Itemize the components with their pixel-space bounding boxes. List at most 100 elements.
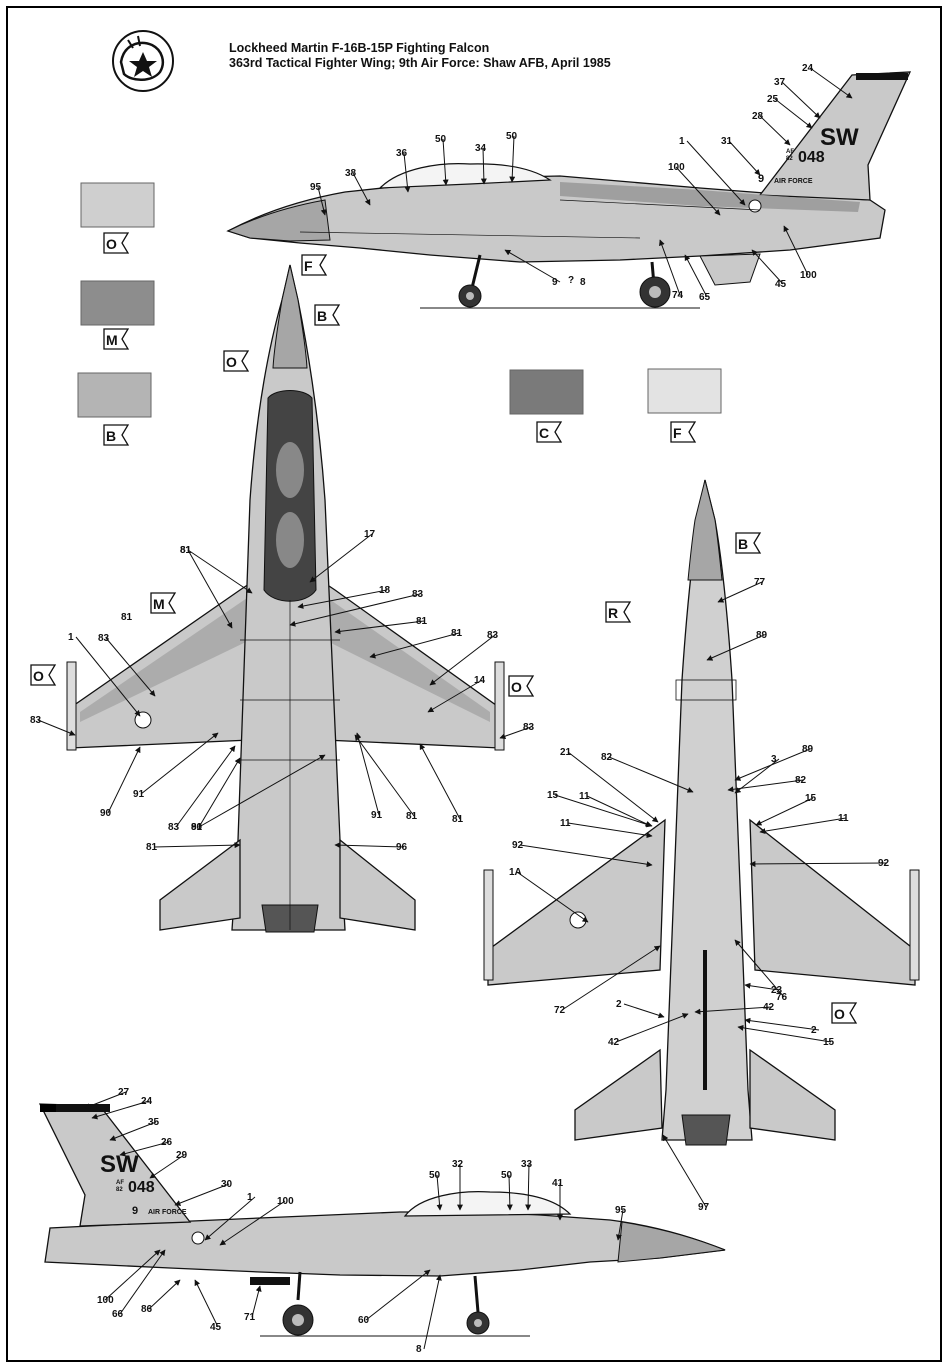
callout-top-profile-6: 100 bbox=[668, 162, 721, 216]
svg-text:95: 95 bbox=[615, 1205, 627, 1216]
bottom-serial: 048 bbox=[128, 1179, 155, 1196]
callout-plan-top-19: 83 bbox=[499, 722, 535, 740]
callout-top-profile-11: 38 bbox=[345, 168, 371, 206]
svg-text:100: 100 bbox=[668, 162, 685, 173]
svg-text:81: 81 bbox=[452, 814, 464, 825]
callout-bottom-profile-18: 71 bbox=[244, 1285, 262, 1323]
swatch-m-code: M bbox=[106, 332, 118, 348]
callout-bottom-profile-8: 50 bbox=[429, 1170, 443, 1211]
callout-plan-top-17: O bbox=[508, 675, 535, 697]
svg-text:17: 17 bbox=[364, 529, 376, 540]
svg-text:O: O bbox=[511, 679, 522, 695]
svg-text:90: 90 bbox=[100, 808, 112, 819]
swatch-b: B bbox=[77, 372, 152, 446]
svg-text:?: ? bbox=[568, 275, 574, 286]
callout-plan-top-7: 83 bbox=[289, 589, 424, 627]
callout-bottom-profile-13: 95 bbox=[615, 1205, 627, 1241]
callout-plan-top-18: 83 bbox=[30, 715, 76, 736]
svg-text:83: 83 bbox=[487, 630, 499, 641]
callout-plan-bottom-4: 3 bbox=[734, 754, 780, 794]
swatch-o: O bbox=[80, 182, 155, 254]
svg-text:1: 1 bbox=[68, 632, 74, 643]
callout-plan-top-6: 18 bbox=[297, 585, 391, 609]
svg-text:76: 76 bbox=[776, 992, 788, 1003]
svg-text:B: B bbox=[738, 536, 748, 552]
bottom-air-force-number: 9 bbox=[132, 1205, 138, 1217]
callout-plan-bottom-3: 89 bbox=[706, 630, 768, 661]
callout-top-profile-9: 50 bbox=[435, 134, 449, 186]
callout-plan-top-29: 96 bbox=[334, 842, 408, 853]
publisher-logo bbox=[112, 30, 174, 92]
callout-bottom-profile-2: 35 bbox=[109, 1117, 160, 1141]
callout-plan-top-1: B bbox=[314, 304, 341, 326]
callout-plan-bottom-25: 15 bbox=[737, 1024, 835, 1048]
callout-plan-top-14: 81 bbox=[369, 628, 463, 659]
svg-text:15: 15 bbox=[547, 790, 559, 801]
top-air-force-text: AIR FORCE bbox=[774, 178, 813, 185]
callout-plan-bottom-0: B bbox=[735, 532, 762, 554]
svg-text:92: 92 bbox=[878, 858, 890, 869]
title-line-1: Lockheed Martin F-16B-15P Fighting Falco… bbox=[229, 41, 490, 55]
callout-top-profile-5: 1 bbox=[679, 136, 746, 206]
svg-text:91: 91 bbox=[371, 810, 383, 821]
page-frame bbox=[6, 6, 942, 1362]
callout-plan-bottom-14: 92 bbox=[512, 840, 653, 868]
svg-text:81: 81 bbox=[191, 822, 203, 833]
callout-plan-bottom-10: 11 bbox=[579, 791, 652, 827]
svg-text:74: 74 bbox=[672, 290, 684, 301]
svg-text:M: M bbox=[153, 596, 165, 612]
svg-text:11: 11 bbox=[838, 813, 849, 824]
callout-top-profile-8: 34 bbox=[475, 143, 487, 185]
callout-plan-top-24: 81 bbox=[419, 743, 464, 825]
bottom-serial-prefix-2: 82 bbox=[116, 1187, 123, 1193]
callout-bottom-profile-1: 24 bbox=[91, 1096, 153, 1120]
svg-text:45: 45 bbox=[210, 1322, 222, 1333]
svg-text:2: 2 bbox=[811, 1025, 817, 1036]
callout-bottom-profile-0: 27 bbox=[84, 1087, 130, 1109]
svg-text:26: 26 bbox=[161, 1137, 173, 1148]
svg-text:50: 50 bbox=[501, 1170, 513, 1181]
svg-text:66: 66 bbox=[112, 1309, 124, 1320]
top-serial-prefix-1: AF bbox=[786, 149, 794, 155]
callout-top-profile-15: 8 bbox=[580, 277, 586, 288]
callout-top-profile-2: 25 bbox=[767, 94, 813, 129]
top-serial: 048 bbox=[798, 149, 825, 166]
plan-view-lower bbox=[483, 479, 920, 1146]
top-tail-code: SW bbox=[820, 124, 859, 151]
callout-plan-top-23: 81 bbox=[354, 734, 418, 822]
swatch-c-code: C bbox=[539, 425, 549, 441]
page-title: Lockheed Martin F-16B-15P Fighting Falco… bbox=[229, 41, 611, 71]
callout-bottom-profile-5: 30 bbox=[174, 1179, 233, 1206]
svg-text:81: 81 bbox=[180, 545, 192, 556]
svg-text:1A: 1A bbox=[509, 867, 522, 878]
callout-plan-bottom-8: 21 bbox=[560, 747, 659, 823]
svg-text:82: 82 bbox=[795, 775, 807, 786]
svg-text:1: 1 bbox=[679, 136, 685, 147]
swatch-f-code: F bbox=[673, 425, 682, 441]
callout-bottom-profile-11: 33 bbox=[521, 1159, 533, 1211]
svg-text:9: 9 bbox=[552, 277, 558, 288]
callout-plan-top-22: 91 bbox=[355, 732, 383, 821]
svg-text:50: 50 bbox=[435, 134, 447, 145]
callout-plan-bottom-17: 72 bbox=[554, 945, 661, 1016]
svg-text:100: 100 bbox=[97, 1295, 114, 1306]
svg-text:24: 24 bbox=[802, 63, 814, 74]
svg-text:37: 37 bbox=[774, 77, 786, 88]
svg-text:8: 8 bbox=[416, 1344, 422, 1355]
svg-text:2: 2 bbox=[616, 999, 622, 1010]
callout-top-profile-1: 37 bbox=[774, 77, 821, 119]
callout-plan-top-21: 83 bbox=[168, 745, 236, 833]
svg-text:29: 29 bbox=[176, 1150, 188, 1161]
swatch-o-code: O bbox=[106, 236, 117, 252]
swatch-b-code: B bbox=[106, 428, 116, 444]
svg-text:50: 50 bbox=[429, 1170, 441, 1181]
svg-text:38: 38 bbox=[345, 168, 357, 179]
svg-text:83: 83 bbox=[30, 715, 42, 726]
callout-top-profile-0: 24 bbox=[802, 63, 853, 99]
bottom-air-force-text: AIR FORCE bbox=[148, 1209, 187, 1216]
callout-plan-top-2: O bbox=[223, 350, 250, 372]
svg-text:18: 18 bbox=[379, 585, 391, 596]
callout-plan-bottom-16: 1A bbox=[509, 867, 589, 923]
svg-text:81: 81 bbox=[146, 842, 158, 853]
